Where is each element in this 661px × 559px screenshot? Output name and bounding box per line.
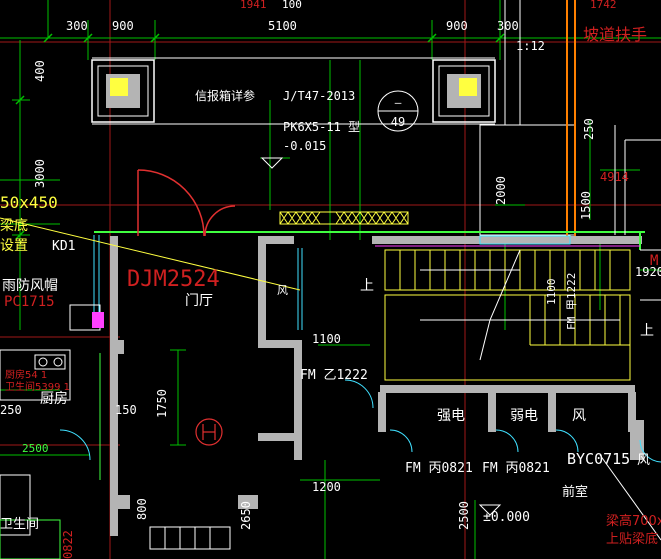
dim-1742: 1742: [590, 0, 617, 11]
fm-z-label: FM 乙1222: [300, 368, 368, 383]
elevation-label: -0.015: [283, 139, 326, 153]
dim-300-right: 300: [497, 19, 519, 33]
fm-bing-1: FM 丙0821: [405, 461, 473, 476]
leader-line: [0, 217, 301, 291]
dim-1920: 1920: [635, 265, 661, 279]
floor-drain-symbol: [195, 418, 223, 446]
section-top: —: [395, 96, 402, 109]
dim-1100-v: 1100: [545, 279, 558, 306]
elevation-marker-2: [478, 504, 502, 516]
dim-150: 150: [115, 403, 137, 417]
kitchen-green: [0, 353, 101, 559]
beam-note-1: 梁高700x: [606, 513, 661, 529]
vent-label: 风: [277, 284, 288, 297]
dim-2500-left: 2500: [22, 442, 49, 455]
dimension-ticks: [15, 33, 505, 240]
dim-2500-v: 2500: [457, 501, 471, 530]
dim-1200: 1200: [312, 480, 341, 494]
green-strips: [94, 231, 645, 250]
toilet-label: 卫生间: [0, 517, 39, 532]
dim-900-right: 900: [446, 19, 468, 33]
dim-100: 100: [282, 0, 302, 11]
dim-2650: 2650: [239, 501, 253, 530]
beam-bottom-label: 梁底: [0, 218, 28, 234]
door-code-label: DJM2524: [127, 267, 220, 292]
m-side-label: M: [650, 253, 658, 269]
fm-bing-2: FM 丙0821: [482, 461, 550, 476]
canopy-outline: [92, 0, 576, 236]
ramp-handrail: [566, 0, 576, 240]
column-left: [91, 59, 155, 123]
kitchen-note-2: 卫生间5399 1: [5, 380, 70, 393]
floor-level-label: ±0.000: [483, 510, 530, 525]
pk-type-label: PK6X5-11 型: [283, 120, 360, 134]
beam-size-label: 50x450: [0, 193, 58, 212]
other-doors: [59, 379, 661, 463]
pc1715-label: PC1715: [4, 294, 55, 310]
kitchen-fixtures: [0, 304, 231, 550]
stair-arrows: [420, 249, 620, 361]
elevation-marker: [260, 157, 284, 169]
rain-cap-label: 雨防风帽: [2, 278, 58, 294]
front-room-label: 前室: [562, 484, 588, 500]
entry-door: [137, 169, 236, 237]
right-lines: [599, 125, 661, 541]
dim-1941: 1941: [240, 0, 267, 11]
dim-2000: 2000: [494, 176, 508, 205]
dim-4914: 4914: [600, 170, 629, 184]
dim-400: 400: [33, 60, 47, 82]
beam-note-2: 上贴梁底: [606, 531, 658, 547]
dim-900-left: 900: [112, 19, 134, 33]
dim-1500: 1500: [579, 191, 593, 220]
section-mark: [377, 90, 419, 132]
window-strips: [93, 235, 571, 330]
fm-side-label: FM 甲1222: [565, 273, 578, 330]
dim-0822: 0822: [61, 530, 75, 559]
dim-800: 800: [135, 498, 149, 520]
weak-power-label: 弱电: [510, 408, 538, 424]
railing-hatch: [279, 211, 409, 225]
magenta-block: [92, 312, 104, 328]
dim-1100: 1100: [312, 332, 341, 346]
kitchen-label: 厨房: [40, 391, 68, 407]
up-label-2: 上: [640, 323, 654, 339]
section-bottom: 49: [391, 115, 405, 129]
column-right: [432, 59, 496, 123]
dim-5100: 5100: [268, 19, 297, 33]
vent-room-label: 风: [572, 408, 586, 424]
dim-250: 250: [582, 118, 596, 140]
dim-3000: 3000: [33, 159, 47, 188]
walls: [110, 236, 644, 536]
vent-label-2: 风: [637, 453, 650, 468]
kd1-label: KD1: [52, 239, 75, 254]
dim-300: 300: [66, 19, 88, 33]
beam-set-label: 设置: [0, 238, 28, 254]
well-detail-label: 信报箱详参: [195, 88, 255, 103]
dim-250-left: 250: [0, 403, 22, 417]
up-label: 上: [360, 278, 374, 294]
ramp-rail-label: 坡道扶手: [583, 25, 647, 44]
slope-label: 1:12: [516, 39, 545, 53]
lobby-label: 门厅: [185, 293, 213, 309]
dim-1750: 1750: [155, 389, 169, 418]
standard-label: J/T47-2013: [283, 89, 355, 103]
strong-power-label: 强电: [437, 408, 465, 424]
byc-label: BYC0715: [567, 450, 630, 468]
kitchen-note-1: 厨房54 1: [5, 368, 47, 381]
